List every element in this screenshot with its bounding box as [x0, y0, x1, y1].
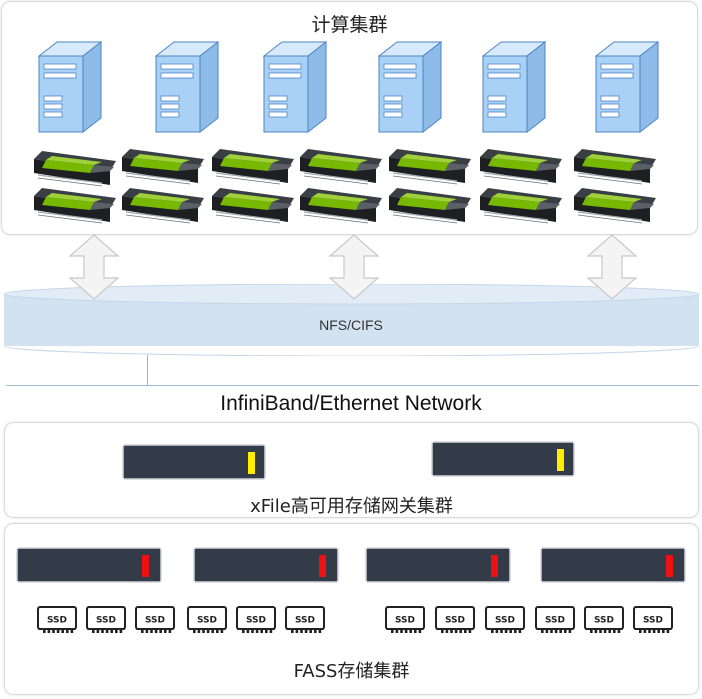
gpu-card-icon: [572, 184, 658, 228]
gpu-card-icon: [210, 184, 296, 228]
server-icon: [152, 40, 220, 138]
ssd-icon: SSD: [483, 604, 527, 640]
storage-node: [540, 547, 688, 589]
gpu-card-icon: [387, 145, 473, 189]
network-label: InfiniBand/Ethernet Network: [220, 392, 482, 415]
storage-node: [16, 547, 164, 589]
ssd-label: SSD: [246, 616, 266, 626]
gpu-card-icon: [387, 184, 473, 228]
gpu-card-icon: [478, 145, 564, 189]
storage-node: [193, 547, 341, 589]
nas-band: [3, 284, 700, 356]
ssd-label: SSD: [445, 616, 465, 626]
ssd-icon: SSD: [631, 604, 675, 640]
ssd-icon: SSD: [84, 604, 128, 640]
storage-cluster-title: FASS存储集群: [293, 661, 410, 682]
gpu-card-icon: [120, 184, 206, 228]
ssd-label: SSD: [643, 616, 663, 626]
ssd-label: SSD: [295, 616, 315, 626]
ssd-icon: SSD: [283, 604, 327, 640]
compute-cluster-title: 计算集群: [311, 14, 388, 36]
ssd-icon: SSD: [582, 604, 626, 640]
gpu-card-icon: [210, 145, 296, 189]
gpu-card-icon: [572, 145, 658, 189]
gpu-card-icon: [32, 147, 118, 191]
server-icon: [260, 40, 328, 138]
ssd-label: SSD: [96, 616, 116, 626]
ssd-icon: SSD: [35, 604, 79, 640]
gateway-node: [431, 441, 577, 483]
ssd-label: SSD: [47, 616, 67, 626]
storage-node: [365, 547, 513, 589]
gpu-card-icon: [32, 184, 118, 228]
ssd-icon: SSD: [433, 604, 477, 640]
gateway-cluster-title: xFile高可用存储网关集群: [250, 496, 453, 517]
server-icon: [592, 40, 660, 138]
nas-label: NFS/CIFS: [319, 317, 383, 333]
ssd-label: SSD: [145, 616, 165, 626]
ssd-label: SSD: [495, 616, 515, 626]
ssd-label: SSD: [197, 616, 217, 626]
storage-cluster-panel: SSD SSD SSD SSD SSD SSD SSD: [5, 524, 698, 694]
ssd-icon: SSD: [234, 604, 278, 640]
network-connector: [147, 355, 148, 385]
ssd-label: SSD: [545, 616, 565, 626]
ssd-label: SSD: [395, 616, 415, 626]
ssd-icon: SSD: [185, 604, 229, 640]
double-arrow-icon: [68, 234, 120, 304]
ssd-icon: SSD: [383, 604, 427, 640]
server-icon: [479, 40, 547, 138]
gpu-card-icon: [298, 145, 384, 189]
ssd-label: SSD: [594, 616, 614, 626]
gpu-card-icon: [298, 184, 384, 228]
gateway-cluster-panel: xFile高可用存储网关集群: [5, 423, 698, 517]
compute-cluster-panel: 计算集群: [2, 2, 697, 234]
network-line: [6, 385, 699, 386]
double-arrow-icon: [328, 234, 380, 304]
server-icon: [35, 40, 103, 138]
server-icon: [375, 40, 443, 138]
gpu-card-icon: [120, 145, 206, 189]
gpu-card-icon: [478, 184, 564, 228]
double-arrow-icon: [586, 234, 638, 304]
gateway-node: [122, 444, 268, 486]
ssd-icon: SSD: [133, 604, 177, 640]
ssd-icon: SSD: [533, 604, 577, 640]
